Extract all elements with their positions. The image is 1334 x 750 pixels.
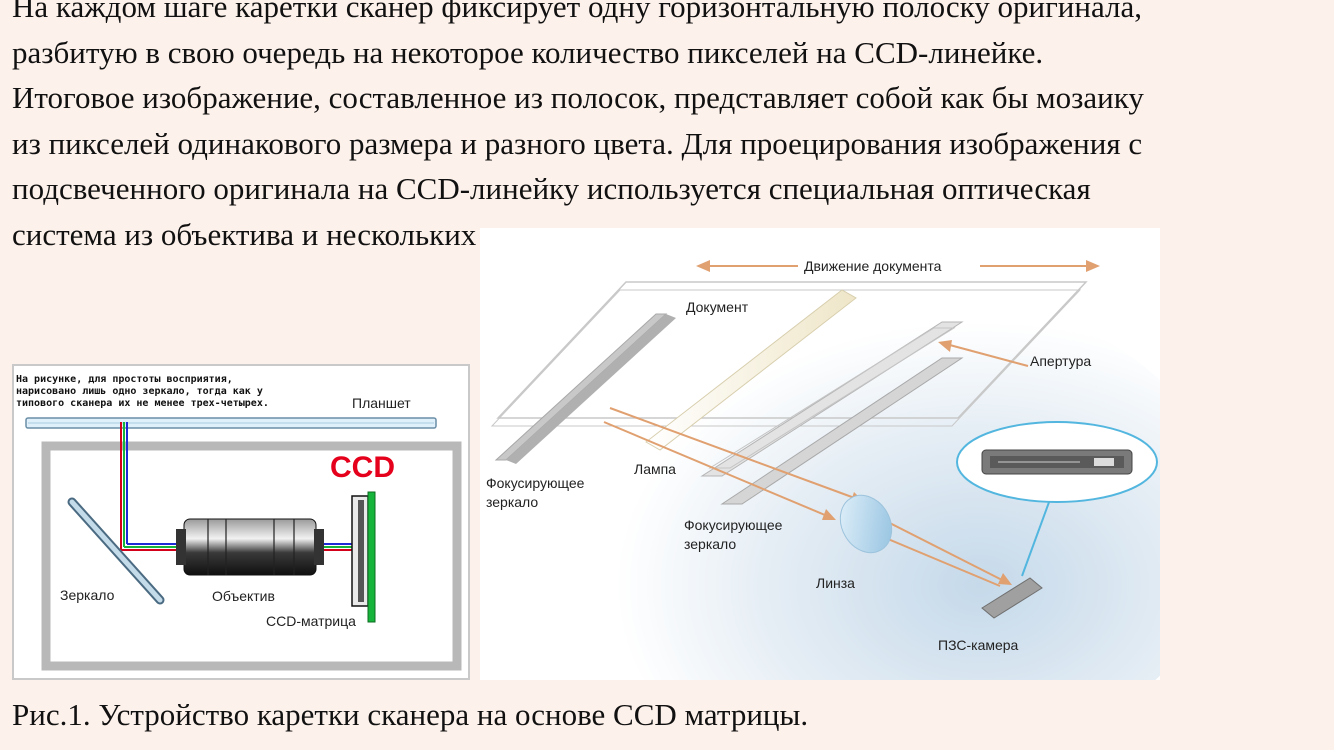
- schematic-note-line: типового сканера их не менее трех-четыре…: [16, 398, 269, 409]
- schematic-note-line: На рисунке, для простоты восприятия,: [16, 374, 233, 385]
- paragraph-line: подсвеченного оригинала на CCD-линейку и…: [12, 171, 1091, 206]
- figure-caption: Рис.1. Устройство каретки сканера на осн…: [12, 697, 809, 732]
- lens-disc: [839, 494, 893, 554]
- ccd-matrix-label: CCD-матрица: [266, 613, 356, 629]
- aperture-label: Апертура: [1030, 353, 1091, 369]
- camera-label: ПЗС-камера: [938, 637, 1019, 653]
- paragraph-line: из пикселей одинакового размера и разног…: [12, 125, 1143, 161]
- aperture-strip: [708, 327, 956, 469]
- article-paragraph: На каждом шаге каретки сканер фиксирует …: [12, 0, 1332, 257]
- paragraph-line: На каждом шаге каретки сканер фиксирует …: [12, 0, 1143, 24]
- lens-barrel: [183, 518, 317, 576]
- schematic-note-line: нарисовано лишь одно зеркало, тогда как …: [16, 386, 263, 397]
- paragraph-line: Итоговое изображение, составленное из по…: [12, 80, 1144, 115]
- scanner-schematic-figure: На рисунке, для простоты восприятия, нар…: [12, 364, 470, 680]
- second-focus-mirror: [720, 357, 964, 505]
- optical-path-figure: Движение документа Документ Апертура Лин…: [480, 228, 1160, 680]
- lamp: [645, 289, 857, 451]
- tablet-label: Планшет: [352, 395, 411, 411]
- ccd-label: CCD: [330, 451, 395, 484]
- lens-label: Линза: [816, 575, 855, 591]
- mirror-label: Зеркало: [60, 587, 115, 603]
- lamp-label: Лампа: [634, 461, 676, 477]
- document-label: Документ: [686, 299, 749, 315]
- motion-label: Движение документа: [804, 258, 942, 274]
- carriage-frame: [41, 441, 462, 671]
- paragraph-line: разбитую в свою очередь на некоторое кол…: [12, 34, 1044, 70]
- ccd-camera: [981, 577, 1043, 619]
- lens-label: Объектив: [212, 588, 275, 604]
